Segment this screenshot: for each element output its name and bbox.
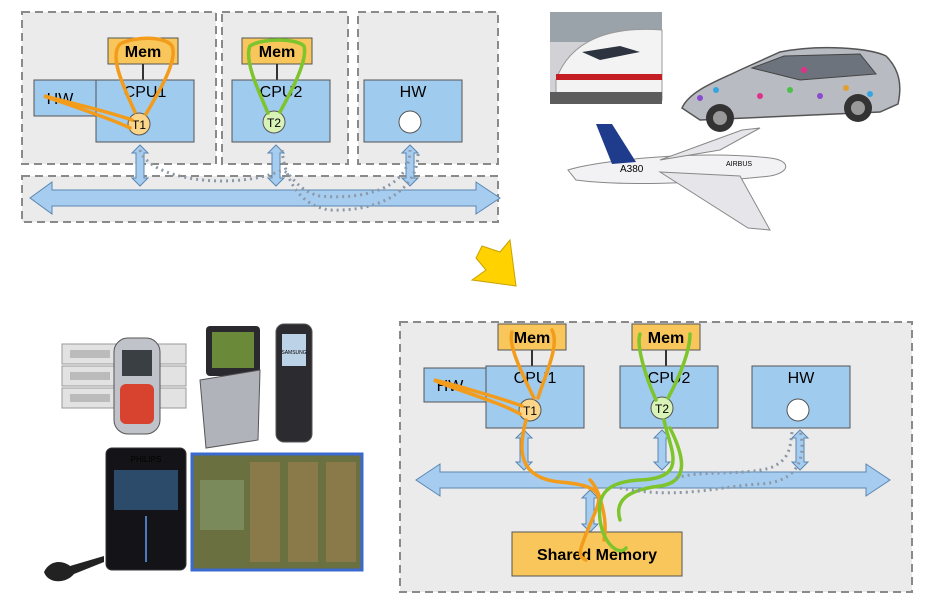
top-diagram: Mem Mem HW CPU1 T1 CPU2 T2 HW xyxy=(21,11,501,223)
phone-brand-text: SAMSUNG xyxy=(281,350,306,356)
bottom-diagram: Mem Mem HW CPU1 T1 CPU2 T2 HW Shared Mem… xyxy=(399,321,913,593)
top-hw-right-port xyxy=(398,110,422,134)
airplane-brand-text: AIRBUS xyxy=(726,161,752,168)
shared-memory-box xyxy=(511,531,683,577)
airplane-photo: A380 AIRBUS xyxy=(567,124,787,231)
top-hw-right-label: HW xyxy=(400,84,428,101)
bottom-task2-label: T2 xyxy=(655,402,669,416)
bottom-mem1-label: Mem xyxy=(514,330,550,347)
media-player-photo: PHILIPS xyxy=(44,447,187,582)
slim-phone-photo: SAMSUNG xyxy=(275,323,313,443)
train-photo xyxy=(550,12,663,104)
top-task2-label: T2 xyxy=(267,116,281,130)
top-bus-path xyxy=(138,149,412,199)
bottom-bus-link-1 xyxy=(514,429,534,471)
top-bus-link-2 xyxy=(266,144,286,187)
car-photo xyxy=(681,46,901,132)
flip-phone-photo xyxy=(199,326,261,449)
bottom-task1-path xyxy=(433,328,607,562)
transition-arrow xyxy=(470,238,517,287)
bottom-mem2-label: Mem xyxy=(648,330,684,347)
bottom-hw-right-port xyxy=(786,398,810,422)
top-cpu2-label: CPU2 xyxy=(260,84,303,101)
bottom-task1-circle xyxy=(518,398,542,422)
bottom-task2-path xyxy=(597,332,692,553)
bottom-task1-label: T1 xyxy=(523,404,537,418)
top-task2-path xyxy=(246,38,307,115)
top-bus-link-3 xyxy=(400,144,420,187)
bottom-cpu2-label: CPU2 xyxy=(648,370,691,387)
top-task2-circle xyxy=(262,110,286,134)
airplane-model-text: A380 xyxy=(620,164,644,175)
chip-die-photo xyxy=(190,452,364,572)
top-task1-label: T1 xyxy=(132,118,146,132)
shared-memory-label: Shared Memory xyxy=(537,547,657,564)
top-task1-circle xyxy=(127,112,151,136)
top-task1-path xyxy=(43,36,175,130)
bottom-task2-circle xyxy=(650,396,674,420)
player-brand-text: PHILIPS xyxy=(131,455,162,464)
bottom-bus-link-3 xyxy=(790,429,810,471)
top-bus-arrow xyxy=(29,181,501,215)
mobile-phone-red-photo xyxy=(113,337,161,435)
bottom-hw-right-label: HW xyxy=(788,370,816,387)
top-mem2-label: Mem xyxy=(259,44,295,61)
top-mem1-label: Mem xyxy=(125,44,161,61)
